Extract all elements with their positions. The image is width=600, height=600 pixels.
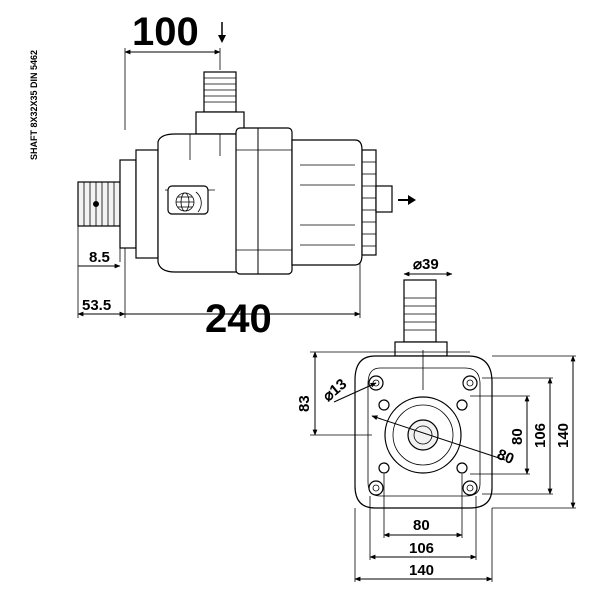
dim-size140-v-label: 140 — [555, 423, 572, 448]
shaft-end — [407, 419, 439, 451]
dim-pitch106-h-label: 106 — [409, 540, 434, 557]
dim-flange-label: 8.5 — [89, 249, 110, 266]
front-view: ⌀39 — [296, 256, 576, 582]
front-inlet-port — [403, 279, 437, 343]
dim-pitch106-v-label: 106 — [532, 423, 549, 448]
dim-pitch80-h-label: 80 — [413, 517, 430, 534]
dim-pitch80-v-label: 80 — [509, 428, 526, 445]
dim-inlet-label: 100 — [132, 10, 199, 54]
globe-rotation-icon — [167, 185, 209, 215]
inlet-port — [203, 71, 237, 113]
side-view: 100 SHAFT 8X32X35 DIN 5462 — [29, 10, 416, 341]
shaft-spec-label: SHAFT 8X32X35 DIN 5462 — [29, 50, 39, 160]
dim-height-label: 83 — [296, 395, 313, 412]
dim-overall-label: 240 — [205, 297, 272, 341]
mount-flange — [119, 159, 137, 249]
dim-hole-label: ⌀13 — [320, 376, 351, 406]
dim-pilot-label: 80 — [495, 446, 517, 468]
dim-shaft-label: 53.5 — [82, 297, 111, 314]
arrow-down-icon — [218, 22, 226, 43]
arrow-right-icon — [398, 195, 416, 205]
dim-port-label: ⌀39 — [413, 256, 439, 273]
mount-holes — [368, 375, 478, 496]
dim-size140-h-label: 140 — [409, 562, 434, 579]
rear-housing — [291, 139, 363, 266]
outlet-port — [375, 185, 393, 213]
